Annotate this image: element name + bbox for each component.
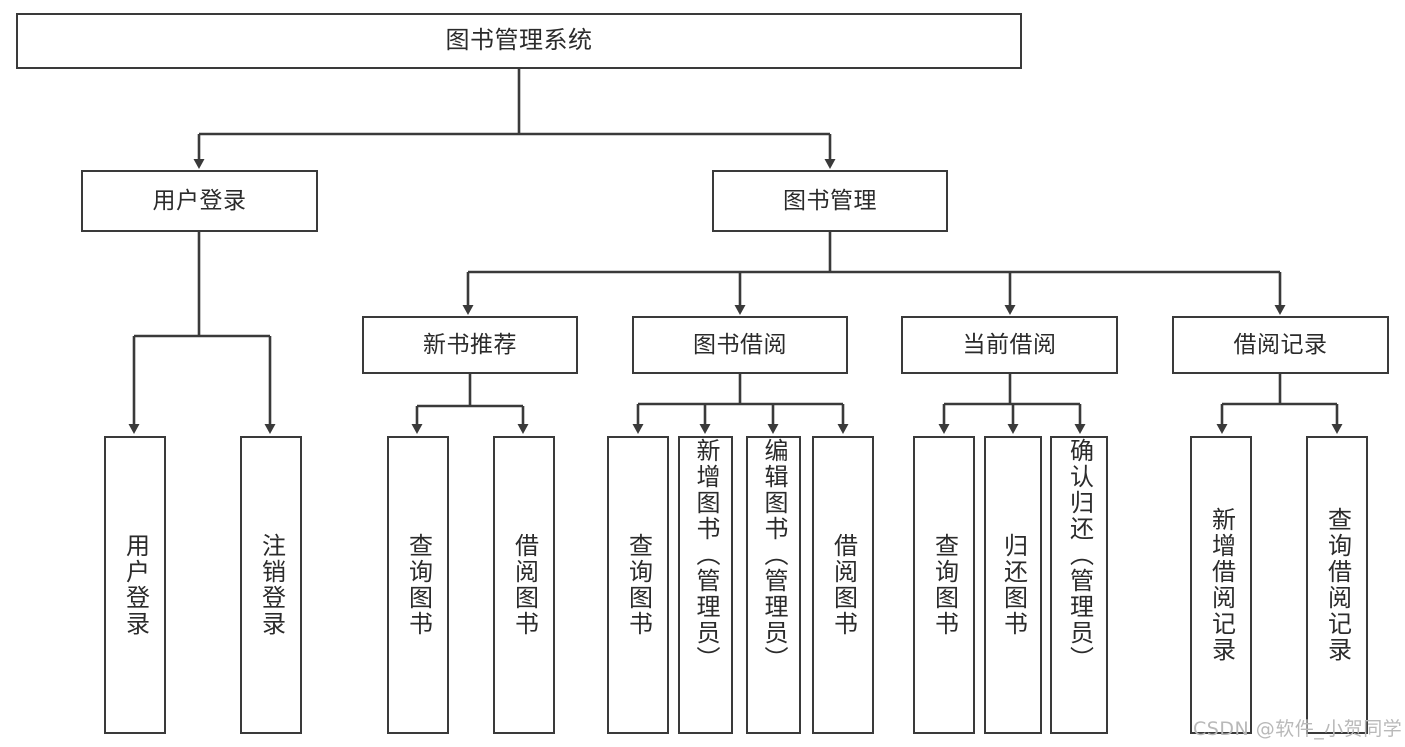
node-label: 用户登录: [121, 533, 150, 637]
leaf-query-book-recommend[interactable]: 查询图书: [387, 436, 449, 734]
node-label: 借阅图书: [510, 533, 539, 637]
node-label: 新书推荐: [423, 331, 517, 358]
leaf-query-book-borrow[interactable]: 查询图书: [607, 436, 669, 734]
node-label: 借阅图书: [829, 533, 858, 637]
leaf-confirm-return-admin[interactable]: 确认归还（管理员）: [1050, 436, 1108, 734]
leaf-return-book[interactable]: 归还图书: [984, 436, 1042, 734]
node-label: 新增图书（管理员）: [691, 438, 720, 672]
node-label: 图书借阅: [693, 331, 787, 358]
leaf-logout-login[interactable]: 注销登录: [240, 436, 302, 734]
node-label: 查询图书: [930, 533, 959, 637]
node-root-system[interactable]: 图书管理系统: [16, 13, 1022, 69]
node-label: 用户登录: [152, 187, 247, 214]
leaf-borrow-book-recommend[interactable]: 借阅图书: [493, 436, 555, 734]
node-label: 查询图书: [624, 533, 653, 637]
node-label: 图书管理: [783, 187, 877, 214]
node-current-borrow[interactable]: 当前借阅: [901, 316, 1118, 374]
leaf-query-book-current[interactable]: 查询图书: [913, 436, 975, 734]
leaf-add-borrow-record[interactable]: 新增借阅记录: [1190, 436, 1252, 734]
leaf-borrow-book[interactable]: 借阅图书: [812, 436, 874, 734]
node-label: 查询图书: [404, 533, 433, 637]
node-label: 借阅记录: [1233, 331, 1328, 358]
node-label: 新增借阅记录: [1207, 507, 1236, 663]
node-borrow-record[interactable]: 借阅记录: [1172, 316, 1389, 374]
node-book-management[interactable]: 图书管理: [712, 170, 948, 232]
node-label: 编辑图书（管理员）: [759, 438, 788, 672]
node-label: 注销登录: [257, 533, 286, 637]
node-label: 确认归还（管理员）: [1065, 438, 1094, 672]
leaf-user-login[interactable]: 用户登录: [104, 436, 166, 734]
node-label: 归还图书: [999, 533, 1028, 637]
leaf-add-book-admin[interactable]: 新增图书（管理员）: [678, 436, 733, 734]
node-label: 当前借阅: [962, 331, 1057, 358]
node-new-book-recommend[interactable]: 新书推荐: [362, 316, 578, 374]
node-label: 查询借阅记录: [1323, 507, 1352, 663]
node-user-login[interactable]: 用户登录: [81, 170, 318, 232]
csdn-watermark: CSDN @软件_小贺同学: [1193, 718, 1403, 740]
node-book-borrow[interactable]: 图书借阅: [632, 316, 848, 374]
leaf-query-borrow-record[interactable]: 查询借阅记录: [1306, 436, 1368, 734]
node-label: 图书管理系统: [445, 26, 593, 55]
leaf-edit-book-admin[interactable]: 编辑图书（管理员）: [746, 436, 801, 734]
